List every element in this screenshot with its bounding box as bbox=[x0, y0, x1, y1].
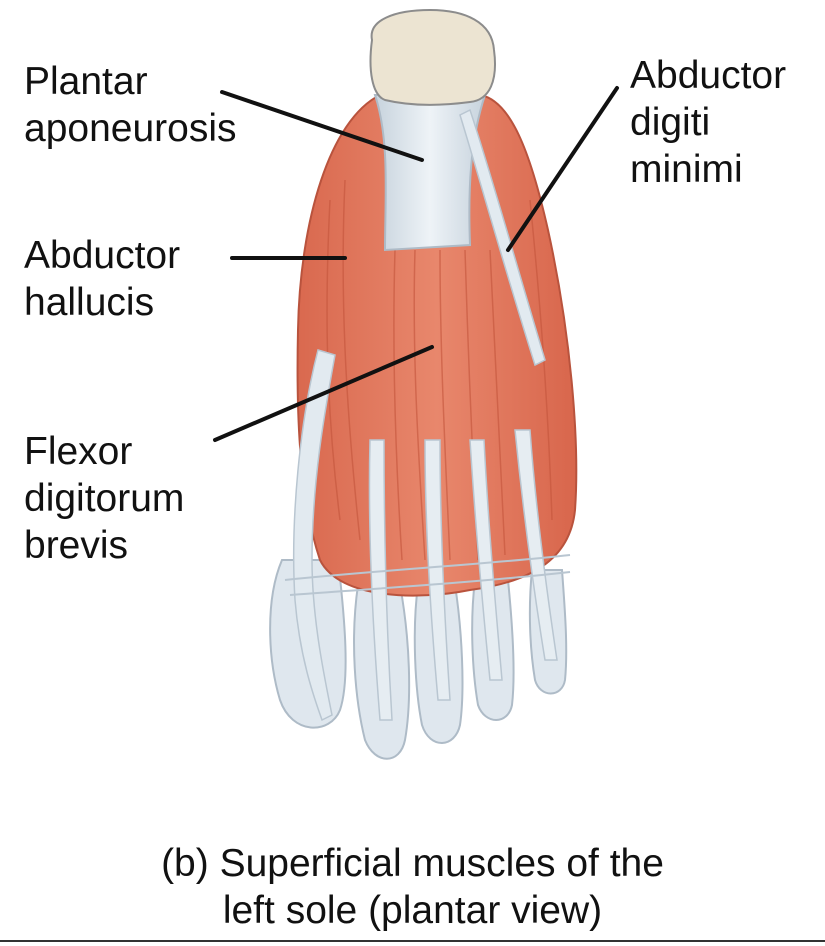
label-line: Flexor bbox=[24, 430, 133, 473]
label-flexor-digitorum-brevis: Flexor digitorum brevis bbox=[24, 428, 184, 569]
transverse-ligaments bbox=[284, 554, 571, 596]
label-line: digitorum bbox=[24, 477, 185, 520]
label-line: Abductor bbox=[630, 54, 787, 97]
label-line: brevis bbox=[24, 524, 129, 567]
leader-abductor-digiti-minimi bbox=[506, 86, 619, 252]
leader-plantar-aponeurosis bbox=[220, 90, 424, 162]
heel-bone bbox=[369, 8, 496, 106]
bottom-divider bbox=[0, 940, 825, 942]
label-line: Abductor bbox=[24, 234, 181, 277]
caption-line: (b) Superficial muscles of the bbox=[161, 842, 664, 885]
abductor-digiti-minimi-band bbox=[459, 108, 546, 367]
leader-lines bbox=[213, 86, 619, 442]
label-line: minimi bbox=[630, 148, 743, 191]
hallux-tendon bbox=[292, 349, 336, 722]
sole-muscles bbox=[296, 94, 578, 597]
caption-line: left sole (plantar view) bbox=[222, 889, 603, 932]
leader-flexor-digitorum-brevis bbox=[213, 345, 434, 442]
digital-tendons bbox=[368, 429, 558, 721]
label-line: hallucis bbox=[24, 281, 155, 324]
label-abductor-digiti-minimi: Abductor digiti minimi bbox=[630, 52, 786, 193]
label-plantar-aponeurosis: Plantar aponeurosis bbox=[24, 58, 236, 152]
label-line: digiti bbox=[630, 101, 711, 144]
label-abductor-hallucis: Abductor hallucis bbox=[24, 232, 180, 326]
label-line: Plantar bbox=[24, 60, 148, 103]
figure-caption: (b) Superficial muscles of the left sole… bbox=[0, 840, 825, 934]
label-line: aponeurosis bbox=[24, 107, 237, 150]
